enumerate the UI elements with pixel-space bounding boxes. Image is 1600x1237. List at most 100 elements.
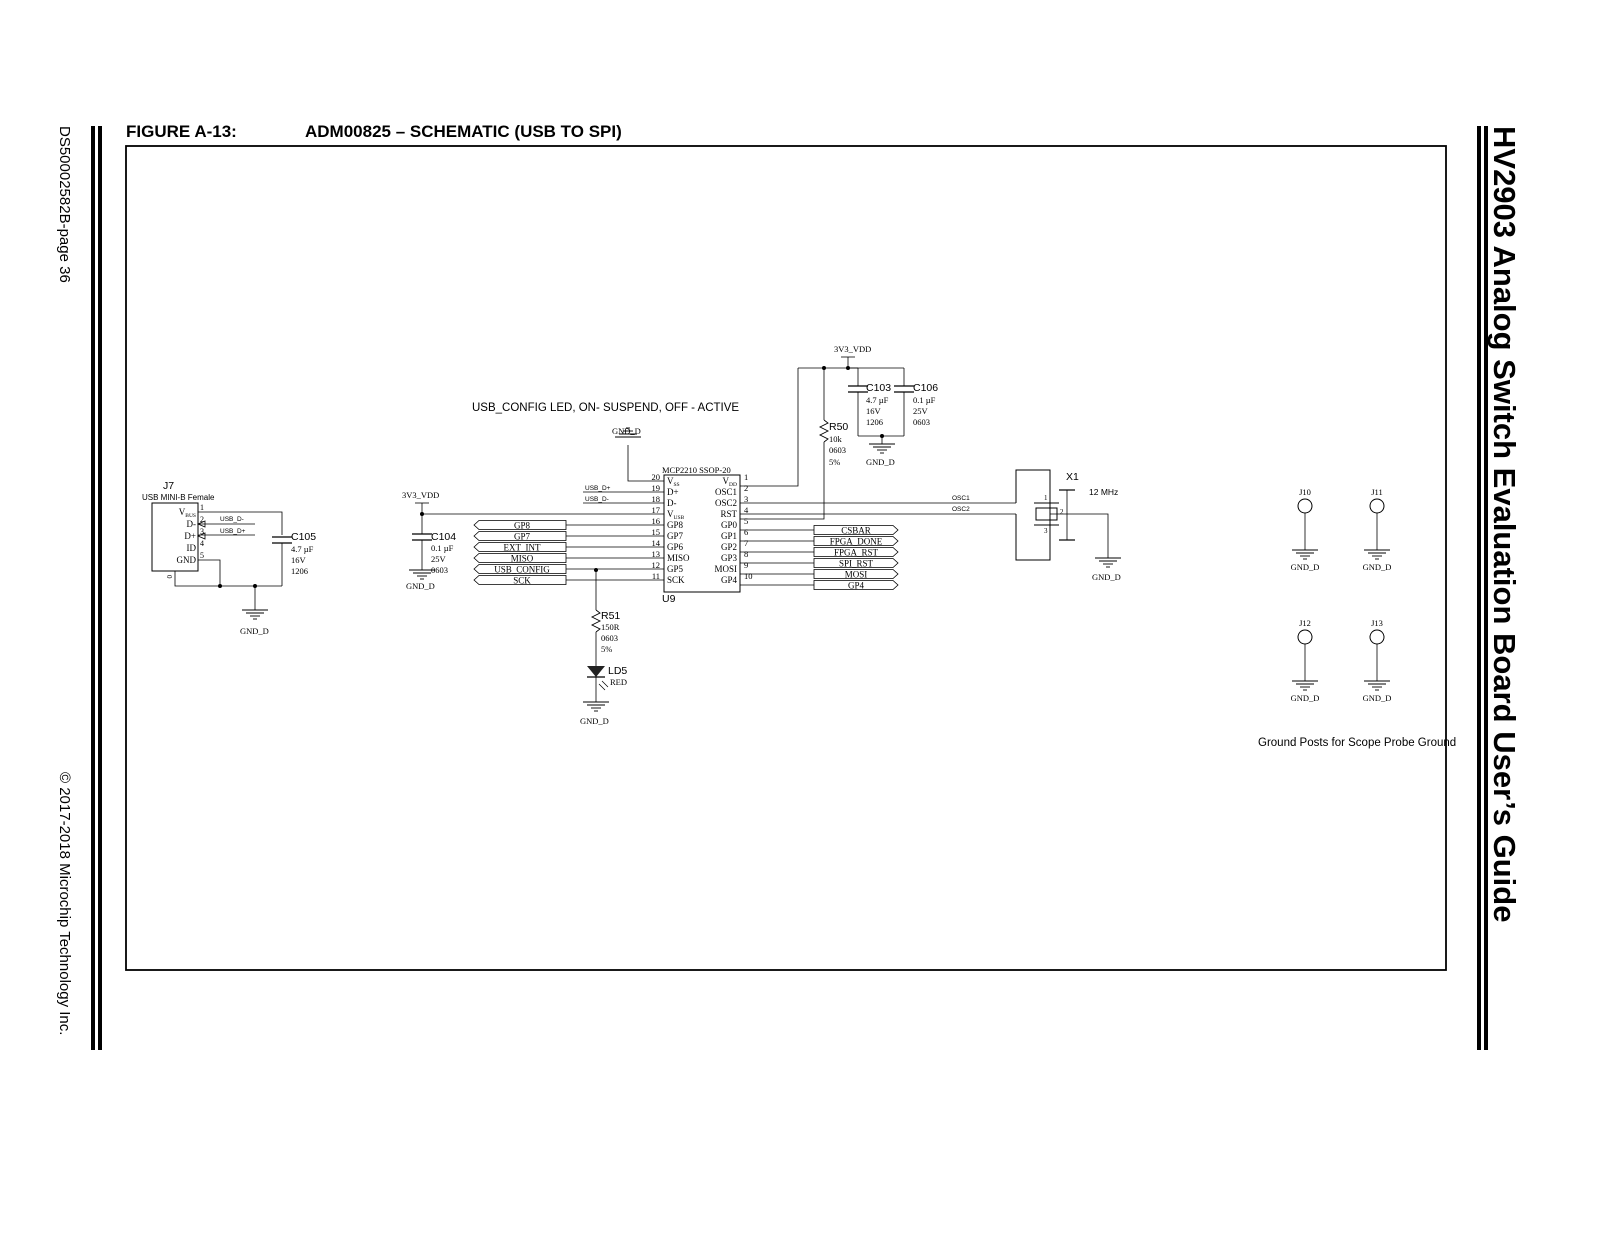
- r50-ref: R50: [829, 421, 848, 433]
- ground-symbol-c104: [409, 569, 435, 580]
- u9-left-pin-name: GP7: [667, 531, 684, 541]
- right-port-label: GP4: [848, 581, 865, 591]
- ground-symbol-j7: [242, 609, 268, 620]
- c103-line-2: 16V: [866, 406, 882, 416]
- c103-ref: C103: [866, 382, 891, 394]
- c103-line-1: 4.7 µF: [866, 395, 889, 405]
- r51-ref: R51: [601, 610, 620, 622]
- j7-ref: J7: [163, 480, 174, 492]
- port-flag: [813, 547, 899, 557]
- u9-right-pin-number: 5: [744, 516, 748, 526]
- j7-pin-name: VBUS: [179, 507, 196, 519]
- u9-left-pin-number: 16: [652, 516, 661, 526]
- u9-right-pin-number: 3: [744, 494, 748, 504]
- c104-vdd-label: 3V3_VDD: [402, 490, 439, 500]
- gnd-j7-label: GND_D: [240, 626, 269, 636]
- x1-pin-1: 1: [1044, 494, 1048, 502]
- x1-pin-3: 3: [1044, 527, 1048, 535]
- u9-right-pin-name: OSC2: [715, 498, 737, 508]
- gnd-ld5-label: GND_D: [580, 716, 609, 726]
- c103-line-3: 1206: [866, 417, 883, 427]
- r50-line-2: 0603: [829, 445, 846, 455]
- r51-line-3: 5%: [601, 644, 612, 654]
- left-margin: DS50002582B-page 36 © 2017-2018 Microchi…: [56, 126, 102, 1050]
- left-port-label: GP7: [514, 532, 531, 542]
- x1-ref: X1: [1066, 471, 1079, 483]
- left-port-label: EXT_INT: [504, 543, 541, 553]
- j7-pin-number: 3: [200, 527, 204, 536]
- u9-right-pin-name: OSC1: [715, 487, 737, 497]
- r51-line-1: 150R: [601, 622, 620, 632]
- c104-line-3: 0603: [431, 565, 448, 575]
- test-post-gnd-label: GND_D: [1291, 562, 1320, 572]
- doc-id: DS50002582B-page 36: [56, 126, 73, 283]
- ld5-value: RED: [610, 677, 627, 687]
- u9-left-pin-number: 12: [652, 560, 661, 570]
- test-post-pad: [1297, 498, 1313, 514]
- gnd-c104-label: GND_D: [406, 581, 435, 591]
- u9-left-pin-name: SCK: [667, 575, 685, 585]
- left-port-label: SCK: [513, 576, 531, 586]
- r50-line-1: 10k: [829, 434, 843, 444]
- c105-line-1: 4.7 µF: [291, 544, 314, 554]
- guide-title: HV2903 Analog Switch Evaluation Board Us…: [1487, 126, 1522, 922]
- usb-config-led-note: USB_CONFIG LED, ON- SUSPEND, OFF - ACTIV…: [472, 402, 739, 414]
- right-port-label: SPI_RST: [839, 559, 874, 569]
- c104-line-2: 25V: [431, 554, 447, 564]
- right-margin: HV2903 Analog Switch Evaluation Board Us…: [1477, 126, 1522, 1050]
- j7-shield-label: 0: [165, 575, 173, 579]
- u9-right-pin-name: GP2: [721, 542, 737, 552]
- test-post-ref: J11: [1371, 487, 1383, 497]
- u9-left-pin-number: 19: [652, 483, 661, 493]
- drawing-frame: [125, 145, 1447, 971]
- c106-ref: C106: [913, 382, 938, 394]
- c105-line-2: 16V: [291, 555, 307, 565]
- r51-line-2: 0603: [601, 633, 618, 643]
- u9-left-pin-name: MISO: [667, 553, 690, 563]
- gnd-x1-label: GND_D: [1092, 572, 1121, 582]
- j7-pin-name: D-: [187, 519, 197, 529]
- right-port-label: FPGA_DONE: [830, 537, 883, 547]
- left-port-label: MISO: [511, 554, 534, 564]
- ground-symbol-test-post: [1364, 680, 1390, 691]
- u9-right-pin-number: 10: [744, 571, 753, 581]
- u9-left-pin-name: D+: [667, 487, 679, 497]
- test-post-gnd-label: GND_D: [1363, 562, 1392, 572]
- c105-line-3: 1206: [291, 566, 308, 576]
- figure-title: ADM00825 – SCHEMATIC (USB TO SPI): [305, 122, 622, 141]
- u9-usb-dp-net: USB_D+: [585, 485, 611, 492]
- test-post-ref: J12: [1299, 618, 1311, 628]
- x1-pin-2: 2: [1060, 508, 1064, 516]
- u9-left-pin-number: 13: [652, 549, 661, 559]
- j7-pin-number: 5: [200, 551, 204, 560]
- j7-pin-name: D+: [184, 531, 196, 541]
- j7-pin-number: 4: [200, 539, 204, 548]
- test-post-ref: J10: [1299, 487, 1311, 497]
- u9-right-pin-number: 1: [744, 472, 748, 482]
- u9-part: MCP2210 SSOP-20: [662, 465, 731, 475]
- capacitor-c104: 3V3_VDD C104 0.1 µF 25V 0603: [402, 490, 456, 575]
- u9-left-pin-number: 15: [652, 527, 661, 537]
- u9-right-pin-name: RST: [720, 509, 737, 519]
- u9-right-pin-number: 4: [744, 505, 749, 515]
- port-flag: [813, 580, 899, 590]
- u9-left-pin-number: 18: [652, 494, 661, 504]
- j7-value: USB MINI-B Female: [142, 493, 215, 502]
- u9-right-pin-name: MOSI: [714, 564, 737, 574]
- u9-right-pin-number: 7: [744, 538, 748, 548]
- crystal-x1: OSC1 OSC2 X1 12 MHz 1 3 2: [740, 469, 1118, 561]
- u9-right-pin-name: GP1: [721, 531, 737, 541]
- test-post-gnd-label: GND_D: [1363, 693, 1392, 703]
- u9-right-pin-number: 6: [744, 527, 748, 537]
- ground-posts-note: Ground Posts for Scope Probe Ground: [1258, 737, 1456, 749]
- vdd-decoupling: 3V3_VDD C103 4.7 µF 16V 1206 C106 0.1 µF…: [740, 344, 938, 520]
- test-post-ref: J13: [1371, 618, 1383, 628]
- capacitor-c105: C105 4.7 µF 16V 1206: [272, 531, 316, 586]
